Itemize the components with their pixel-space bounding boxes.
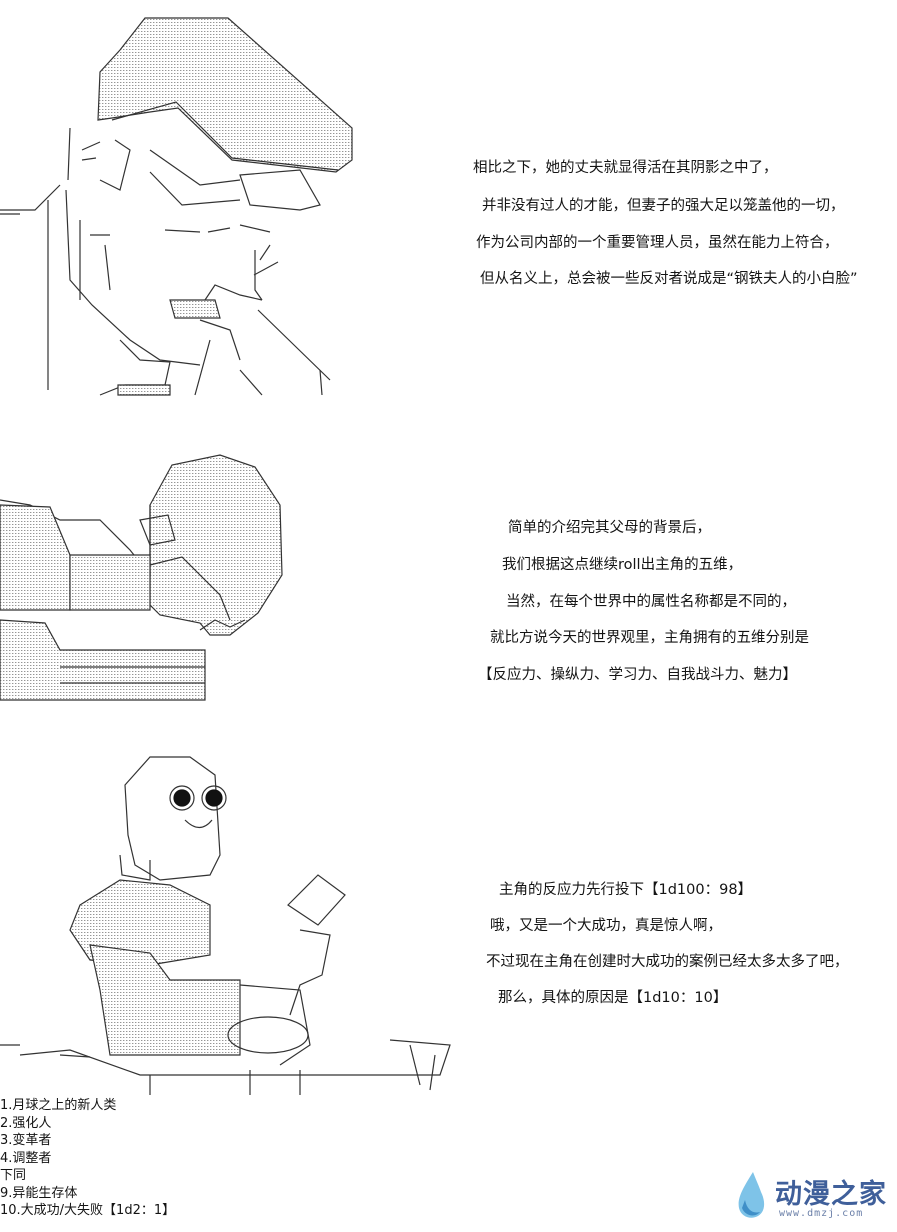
list-item: 2.强化人: [0, 1115, 52, 1131]
water-drop-icon: [738, 1172, 765, 1218]
ascii-art-pattern-shapes: [0, 454, 283, 701]
watermark-url: www.dmzj.com: [779, 1208, 864, 1219]
narration-line: 哦，又是一个大成功，真是惊人啊，: [490, 918, 722, 934]
narration-line: 作为公司内部的一个重要管理人员，虽然在能力上符合，: [476, 235, 839, 251]
narration-line: 并非没有过人的才能，但妻子的强大足以笼盖他的一切，: [482, 198, 845, 214]
narration-line: 就比方说今天的世界观里，主角拥有的五维分别是: [490, 630, 809, 646]
narration-line: 但从名义上，总会被一些反对者说成是“钢铁夫人的小白脸”: [480, 271, 858, 287]
option-list: 1.月球之上的新人类 2.强化人 3.变革者 4.调整者 下同 9.异能生存体 …: [0, 1097, 175, 1220]
list-item: 10.大成功/大失败【1d2：1】: [0, 1203, 176, 1218]
watermark-name: 动漫之家: [775, 1179, 887, 1210]
list-item: 9.异能生存体: [0, 1185, 78, 1201]
narration-line: 我们根据这点继续roll出主角的五维，: [502, 557, 743, 573]
list-item: 下同: [0, 1168, 27, 1183]
narration-line: 主角的反应力先行投下【1d100：98】: [499, 882, 753, 898]
ascii-art-man-with-cap: [0, 17, 353, 396]
list-item: 4.调整者: [0, 1150, 52, 1166]
list-item: 3.变革者: [0, 1133, 52, 1148]
ascii-art-character-big-eyes: [0, 756, 451, 1095]
narration-line: 不过现在主角在创建时大成功的案例已经太多太多了吧，: [486, 954, 849, 970]
list-item: 1.月球之上的新人类: [0, 1098, 117, 1113]
narration-line: 【反应力、操纵力、学习力、自我战斗力、魅力】: [478, 667, 797, 683]
narration-line: 那么，具体的原因是【1d10：10】: [498, 990, 728, 1006]
narration-line: 简单的介绍完其父母的背景后，: [508, 520, 711, 536]
narration-line: 当然，在每个世界中的属性名称都是不同的，: [506, 594, 796, 610]
site-watermark: 动漫之家 www.dmzj.com: [733, 1166, 886, 1228]
narration-line: 相比之下，她的丈夫就显得活在其阴影之中了，: [473, 160, 778, 176]
